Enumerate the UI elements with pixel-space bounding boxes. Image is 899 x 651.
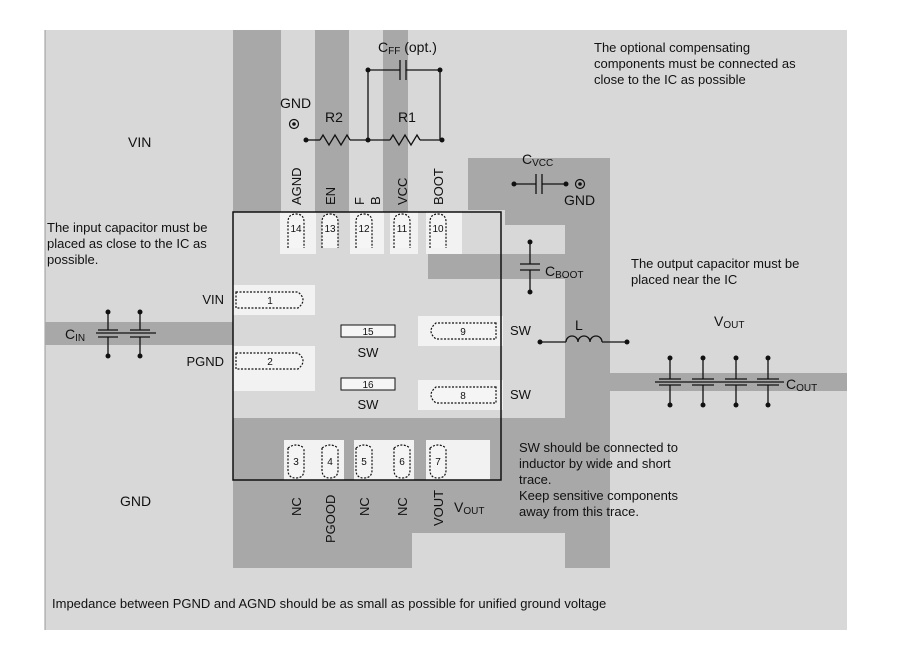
pin-12-number: 12: [358, 224, 370, 235]
right-pin-pads: [430, 322, 497, 404]
bottom-pin-pads: [287, 444, 447, 479]
note-compensation: The optional compensating components mus…: [594, 40, 799, 87]
pin-12-name-f: F: [352, 197, 367, 205]
pin-16-number: 16: [362, 380, 374, 391]
pin-6-name: NC: [395, 497, 410, 516]
gnd-r2-label: GND: [280, 95, 311, 111]
pin-4-name: PGOOD: [323, 495, 338, 543]
pin-10-number: 10: [432, 224, 444, 235]
pin-16-name: SW: [358, 397, 380, 412]
r1-label: R1: [398, 109, 416, 125]
inductor: [540, 335, 627, 343]
pin-14-name: AGND: [289, 167, 304, 205]
cvcc-label: CVCC: [522, 151, 553, 169]
vout-net-label: VOUT: [714, 313, 744, 331]
pin-5-number: 5: [361, 457, 367, 468]
vin-net-label: VIN: [128, 134, 151, 150]
pin-3-number: 3: [293, 457, 299, 468]
note-input-cap: The input capacitor must be placed as cl…: [47, 220, 211, 267]
gnd-net-label: GND: [120, 493, 151, 509]
pin-11-number: 11: [397, 224, 408, 235]
pin-11-name: VCC: [395, 178, 410, 205]
pin-15-number: 15: [362, 327, 374, 338]
pin-10-name: BOOT: [431, 168, 446, 205]
pin-7-number: 7: [435, 457, 441, 468]
pin-4-number: 4: [327, 457, 333, 468]
pad-15: [340, 324, 396, 338]
cout-capacitors: [655, 358, 784, 405]
gnd-symbol-r2: [288, 118, 300, 130]
cboot-label: CBOOT: [545, 263, 583, 281]
inductor-label: L: [575, 317, 583, 333]
top-pin-pads: [287, 213, 447, 248]
pin-9-name: SW: [510, 323, 532, 338]
note-output-cap: The output capacitor must be placed near…: [631, 256, 803, 287]
pin-1-number: 1: [267, 296, 273, 307]
cboot-capacitor: [520, 242, 540, 292]
pin-14-number: 14: [290, 224, 302, 235]
pin-3-name: NC: [289, 497, 304, 516]
left-pin-pads: [235, 291, 304, 370]
cff-label: CFF (opt.): [378, 39, 437, 57]
gnd-symbol-cvcc: [574, 178, 586, 190]
pin-5-name: NC: [357, 497, 372, 516]
pin-2-number: 2: [267, 357, 273, 368]
pin-2-name: PGND: [186, 354, 224, 369]
pin-6-number: 6: [399, 457, 405, 468]
pin-1-name: VIN: [202, 292, 224, 307]
pin-8-number: 8: [460, 391, 466, 402]
pin-13-name: EN: [323, 187, 338, 205]
pin-7-name: VOUT: [431, 490, 446, 526]
vout-pin-side-label: VOUT: [454, 499, 484, 517]
cvcc-capacitor: [514, 174, 566, 194]
gnd-cvcc-label: GND: [564, 192, 595, 208]
pin-13-number: 13: [324, 224, 336, 235]
copper-traces: [45, 30, 847, 568]
note-sw-trace: SW should be connected to inductor by wi…: [519, 440, 682, 519]
pin-12-name-b: B: [368, 196, 383, 205]
cin-capacitors: [96, 312, 156, 356]
pad-16: [340, 377, 396, 391]
cout-label: COUT: [786, 376, 817, 394]
note-impedance: Impedance between PGND and AGND should b…: [52, 596, 606, 611]
pin-9-number: 9: [460, 327, 466, 338]
pin-15-name: SW: [358, 345, 380, 360]
r2-label: R2: [325, 109, 343, 125]
ic-outline: [232, 211, 502, 481]
cin-label: CIN: [65, 326, 85, 344]
pin-8-name: SW: [510, 387, 532, 402]
